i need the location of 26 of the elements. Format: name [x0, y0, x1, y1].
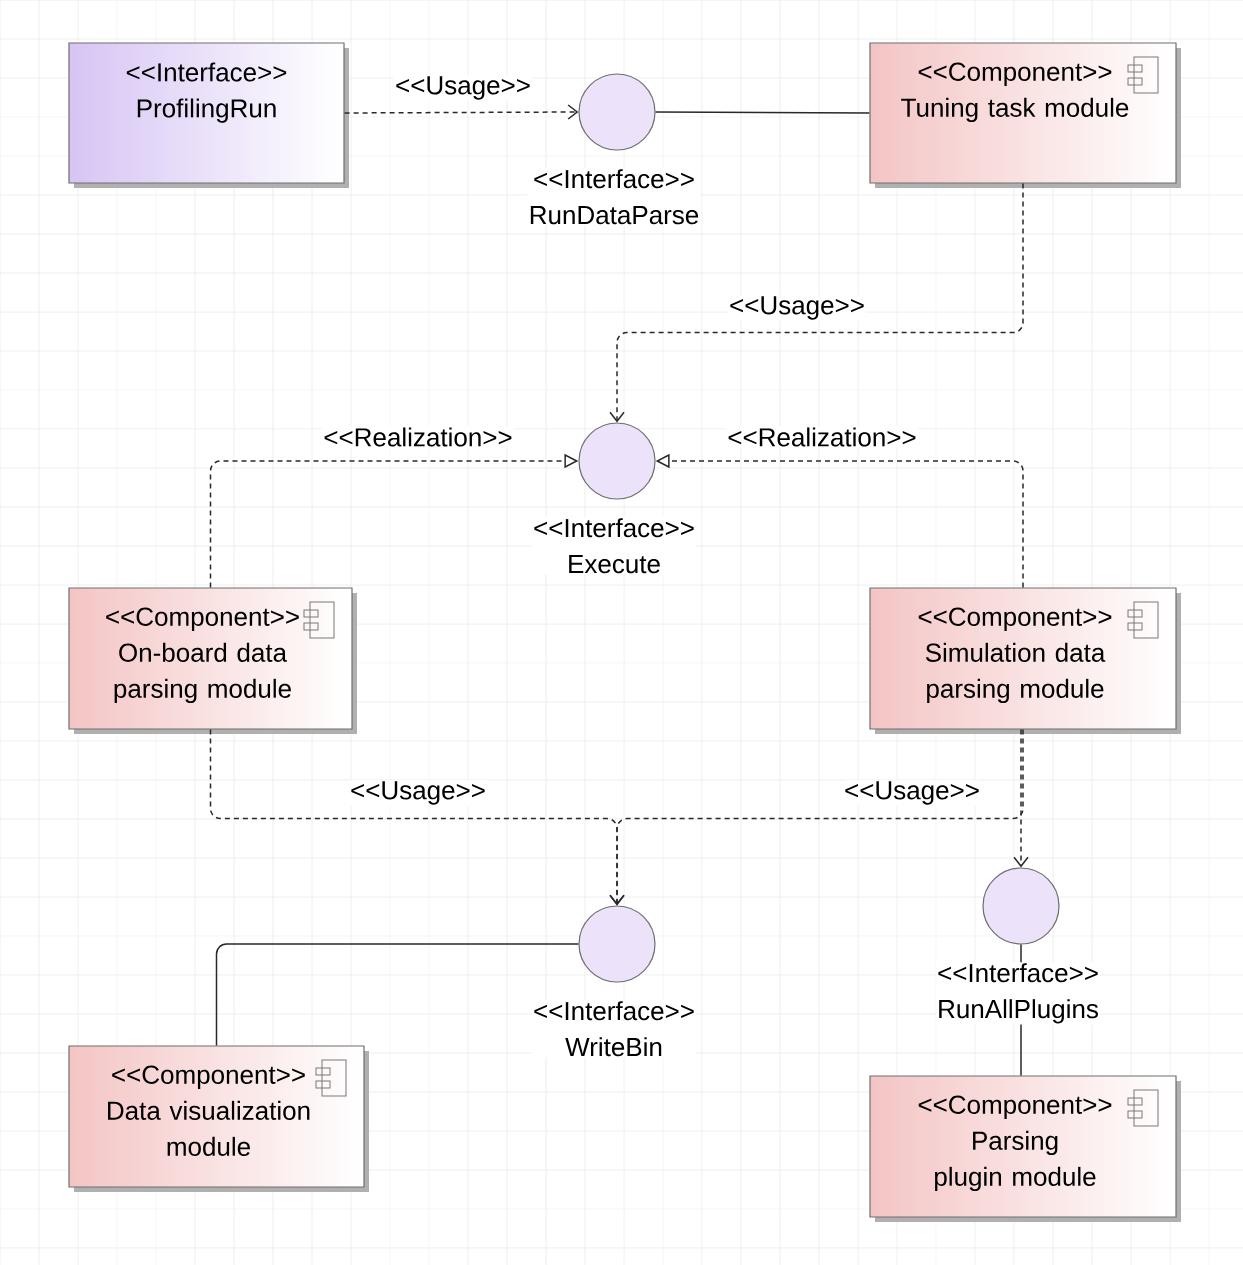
edge-label: <<Realization>> [322, 426, 514, 448]
edge-label: <<Realization>> [726, 426, 918, 448]
component-box: <<Component>> On-board data parsing module [68, 587, 357, 734]
interface-circle [578, 422, 656, 500]
edge-label: <<Usage>> [728, 295, 866, 321]
component-box: <<Component>> Tuning task module [869, 42, 1181, 188]
interface-circle [578, 905, 656, 983]
arrow [609, 182, 1024, 423]
edge-label: <<Usage>> [349, 780, 487, 806]
interface-circle [982, 867, 1060, 945]
component-box: <<Component>> Parsing plugin module [869, 1075, 1181, 1222]
arrow [343, 104, 579, 120]
edge-label: <<Usage>> [394, 75, 532, 101]
connector-line [654, 111, 871, 114]
edge-label: <<Usage>> [843, 780, 981, 806]
component-box: <<Component>> Simulation data parsing module [869, 587, 1181, 734]
interface-circle [578, 73, 656, 151]
connector-line [215, 943, 580, 1047]
interface-label: <<Interface>> RunDataParse [527, 168, 701, 226]
arrow [1013, 728, 1029, 868]
interface-label: <<Interface>> RunAllPlugins [936, 962, 1100, 1025]
component-box: <<Component>> Data visualization module [68, 1045, 369, 1192]
interface-box: <<Interface>> ProfilingRun [68, 42, 349, 188]
interface-label: <<Interface>> Execute [532, 517, 696, 575]
interface-label: <<Interface>> WriteBin [532, 1000, 696, 1058]
arrow [609, 728, 1024, 906]
